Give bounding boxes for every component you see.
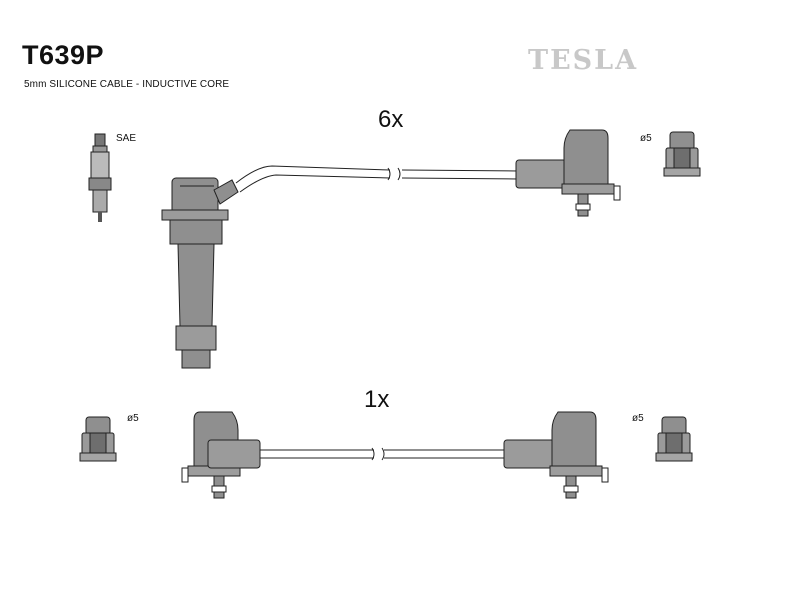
part-code: T639P [22,40,105,70]
quantity-label-bottom: 1x [364,386,390,413]
diameter-label-top-right: ø5 [640,133,652,144]
coil-boot-bottom-right [503,411,609,499]
spark-plug-boot [161,177,239,369]
diameter-label-bottom-left: ø5 [127,413,139,424]
coil-boot-bottom-left [181,411,261,499]
cable-description: 5mm SILICONE CABLE - INDUCTIVE CORE [24,79,230,90]
coil-boot-top [515,129,621,217]
terminal-connector-bottom-left [79,416,117,462]
quantity-label-top: 6x [378,106,404,133]
ignition-cable-bottom [260,447,506,461]
terminal-connector-top-right [663,131,701,177]
spark-plug-icon [88,133,112,222]
sae-label: SAE [116,133,137,144]
terminal-connector-bottom-right [655,416,693,462]
brand-logo: TESLA [528,45,639,76]
ignition-cable-top [235,165,519,193]
diameter-label-bottom-right: ø5 [632,413,644,424]
